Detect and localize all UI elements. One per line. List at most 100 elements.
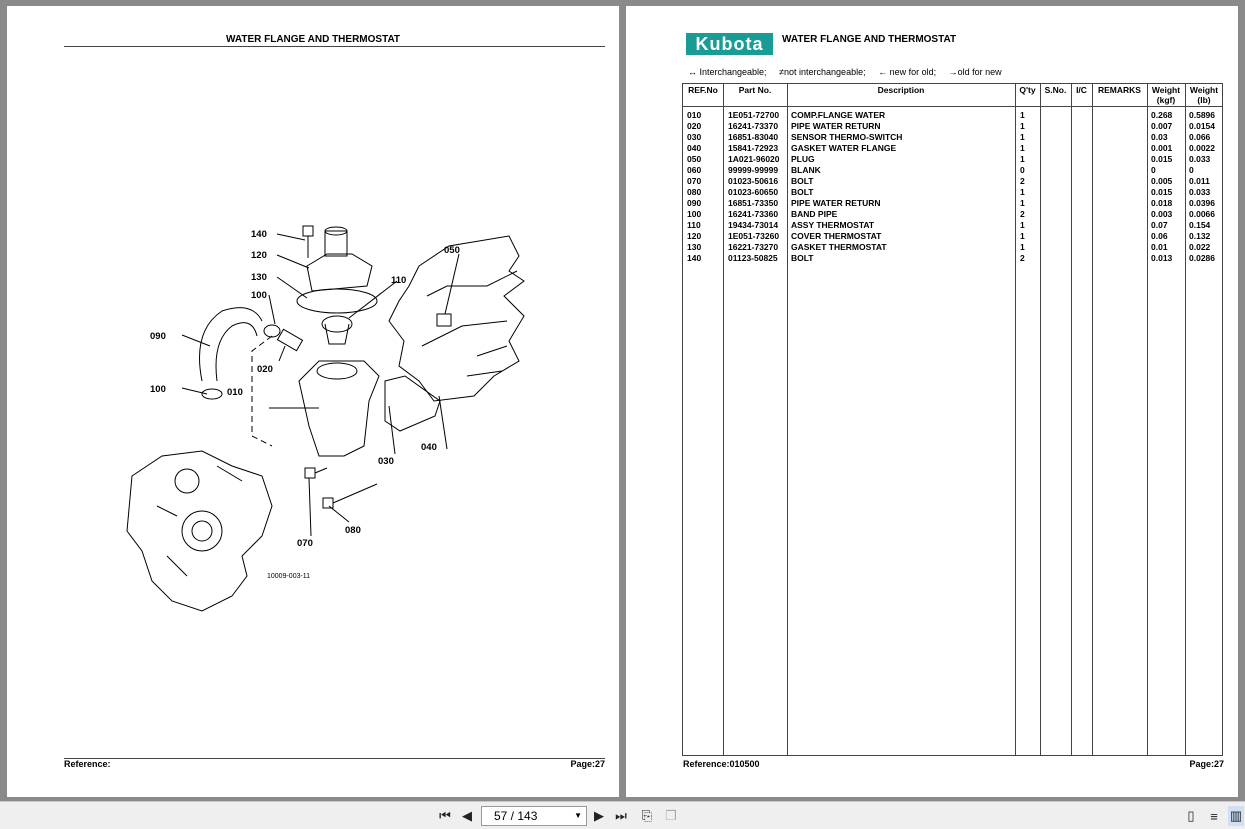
cell-desc: BLANK — [791, 165, 821, 175]
cell-part: 01123-50825 — [728, 253, 778, 263]
cell-kgf: 0.018 — [1151, 198, 1173, 208]
cell-kgf: 0.015 — [1151, 154, 1173, 164]
continuous-icon[interactable]: ≡ — [1210, 808, 1218, 824]
cell-ref: 030 — [687, 132, 702, 142]
viewer-toolbar: ⏮ ◀ 57 / 143 ▼ ▶ ⏭ ⎘ ❐ ▯ ≡ ▥ — [0, 801, 1245, 829]
col-divider — [787, 84, 788, 755]
col-divider — [1147, 84, 1148, 755]
cell-desc: BOLT — [791, 253, 814, 263]
cell-desc: COVER THERMOSTAT — [791, 231, 882, 241]
callout-080: 080 — [345, 525, 361, 536]
next-page-icon[interactable]: ▶ — [594, 808, 604, 823]
cell-qty: 1 — [1020, 121, 1025, 131]
cell-desc: BOLT — [791, 176, 814, 186]
chevron-down-icon: ▼ — [574, 811, 582, 820]
last-page-icon[interactable]: ⏭ — [615, 808, 627, 823]
cell-ref: 070 — [687, 176, 702, 186]
cell-part: 1E051-72700 — [728, 110, 780, 120]
callout-120: 120 — [251, 250, 267, 261]
cell-ref: 100 — [687, 209, 702, 219]
callout-030: 030 — [378, 456, 394, 467]
callout-050: 050 — [444, 245, 460, 256]
cell-kgf: 0.003 — [1151, 209, 1173, 219]
cell-lb: 0.5896 — [1189, 110, 1215, 120]
figure-code: 10009-003-11 — [267, 573, 310, 580]
cell-part: 19434-73014 — [728, 220, 779, 230]
cell-lb: 0.0022 — [1189, 143, 1215, 153]
col-divider — [1185, 84, 1186, 755]
col-divider — [1092, 84, 1093, 755]
callout-110: 110 — [391, 275, 406, 286]
cell-ref: 040 — [687, 143, 702, 153]
copy-icon[interactable]: ❐ — [665, 808, 677, 823]
cell-ref: 020 — [687, 121, 702, 131]
cell-qty: 2 — [1020, 209, 1025, 219]
col-divider — [723, 84, 724, 755]
cell-ref: 080 — [687, 187, 702, 197]
page-title: WATER FLANGE AND THERMOSTAT — [782, 34, 957, 45]
legend-not-interchangeable: ≠not interchangeable; — [779, 67, 866, 77]
cell-ref: 010 — [687, 110, 702, 120]
cell-part: 01023-50616 — [728, 176, 779, 186]
first-page-icon[interactable]: ⏮ — [439, 808, 451, 823]
cell-qty: 2 — [1020, 176, 1025, 186]
cell-desc: COMP.FLANGE WATER — [791, 110, 886, 120]
callout-040: 040 — [421, 442, 437, 453]
cell-qty: 1 — [1020, 132, 1025, 142]
header-weight-kgf: Weight (kgf) — [1151, 85, 1181, 105]
cell-desc: PLUG — [791, 154, 815, 164]
two-page-icon[interactable]: ▥ — [1228, 806, 1244, 826]
cell-desc: GASKET THERMOSTAT — [791, 242, 887, 252]
cell-desc: PIPE WATER RETURN — [791, 198, 881, 208]
callout-140: 140 — [251, 229, 267, 240]
prev-page-icon[interactable]: ◀ — [462, 808, 472, 823]
single-page-icon[interactable]: ▯ — [1187, 808, 1195, 823]
left-page: WATER FLANGE AND THERMOSTAT — [7, 6, 619, 797]
cell-kgf: 0 — [1151, 165, 1156, 175]
header-remarks: REMARKS — [1098, 85, 1141, 95]
callout-100b: 100 — [150, 384, 166, 395]
legend-new-for-old: ← new for old; — [878, 67, 937, 77]
cell-desc: SENSOR THERMO-SWITCH — [791, 132, 903, 142]
cell-part: 15841-72923 — [728, 143, 779, 153]
rotate-icon[interactable]: ⎘ — [641, 808, 653, 823]
cell-part: 16221-73270 — [728, 242, 779, 252]
cell-ref: 060 — [687, 165, 702, 175]
cell-kgf: 0.01 — [1151, 242, 1168, 252]
callout-130: 130 — [251, 272, 267, 283]
cell-lb: 0.0286 — [1189, 253, 1215, 263]
cell-part: 16241-73360 — [728, 209, 779, 219]
cell-lb: 0.0154 — [1189, 121, 1215, 131]
cell-ref: 110 — [687, 220, 701, 230]
cell-kgf: 0.03 — [1151, 132, 1168, 142]
legend-old-for-new: →old for new — [948, 67, 1002, 77]
cell-part: 16851-73350 — [728, 198, 779, 208]
header-rule — [683, 106, 1222, 107]
cell-lb: 0.033 — [1189, 154, 1211, 164]
cell-lb: 0.066 — [1189, 132, 1211, 142]
cell-qty: 1 — [1020, 143, 1025, 153]
cell-part: 99999-99999 — [728, 165, 779, 175]
header-description: Description — [877, 85, 925, 95]
cell-part: 16241-73370 — [728, 121, 779, 131]
cell-lb: 0.022 — [1189, 242, 1211, 252]
header-sno: S.No. — [1044, 85, 1067, 95]
page-number-select[interactable]: 57 / 143 ▼ — [481, 806, 587, 826]
cell-qty: 1 — [1020, 187, 1025, 197]
header-qty: Q'ty — [1019, 85, 1036, 95]
header-ref: REF.No — [688, 85, 718, 95]
cell-ref: 140 — [687, 253, 702, 263]
cell-desc: BAND PIPE — [791, 209, 838, 219]
cell-kgf: 0.268 — [1151, 110, 1173, 120]
callout-070: 070 — [297, 538, 313, 549]
cell-desc: PIPE WATER RETURN — [791, 121, 881, 131]
